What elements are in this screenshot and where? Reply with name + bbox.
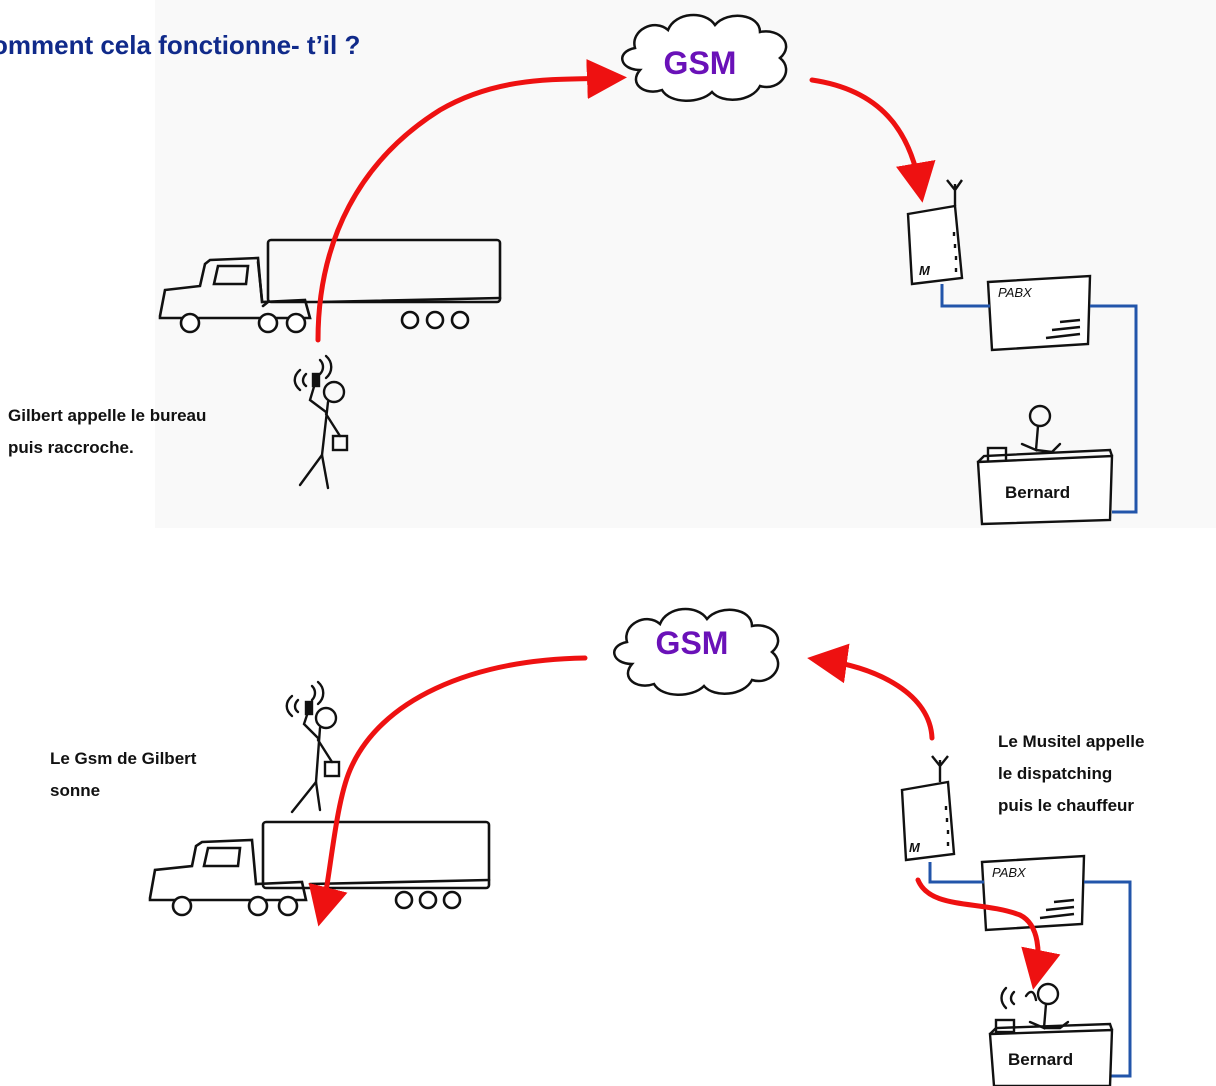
gilbert-figure-bottom — [285, 680, 341, 814]
pabx-label-top: PABX — [998, 285, 1033, 300]
gilbert-caption-line-1: Gilbert appelle le bureau — [8, 406, 207, 425]
truck-bottom — [148, 820, 491, 917]
gilbert-caption-line-2: puis raccroche. — [8, 438, 134, 457]
gsm-cloud-label-bottom: GSM — [656, 625, 729, 661]
pabx-top — [986, 274, 1092, 352]
gilbert-figure-top — [293, 354, 349, 490]
musitel-caption-line-2: le dispatching — [998, 764, 1113, 783]
musitel-caption-line-3: puis le chauffeur — [998, 796, 1135, 815]
wire-bottom — [928, 862, 1132, 1078]
musitel-box-top — [906, 179, 964, 286]
arrow-musitel-to-gsm — [807, 643, 935, 741]
arrow-gsm-to-gilbert — [308, 655, 588, 927]
truck-top — [158, 238, 502, 334]
gilbert-phone-caption-line-1: Le Gsm de Gilbert — [50, 749, 197, 768]
musitel-caption: Le Musitel appelle le dispatching puis l… — [998, 726, 1144, 822]
desk-top — [976, 448, 1114, 526]
gilbert-caption-bottom: Le Gsm de Gilbert sonne — [50, 743, 196, 807]
gsm-cloud-label-top: GSM — [664, 45, 737, 81]
page-title: omment cela fonctionne- t’il ? — [0, 30, 361, 60]
musitel-box-bottom — [900, 755, 956, 862]
arrow-gsm-to-musitel — [809, 77, 936, 203]
desk-bottom — [988, 1022, 1114, 1086]
arrow-gilbert-to-gsm — [315, 58, 627, 343]
gilbert-phone-caption-line-2: sonne — [50, 781, 101, 800]
bottom-panel — [0, 540, 1216, 1086]
arrow-musitel-to-bernard — [915, 877, 1061, 990]
wire-top — [940, 284, 1138, 514]
musitel-caption-line-1: Le Musitel appelle — [998, 732, 1145, 751]
bernard-desk-label-bottom: Bernard — [1008, 1050, 1074, 1069]
pabx-label-bottom: PABX — [992, 865, 1027, 880]
musitel-box-label-top: M — [919, 263, 931, 278]
musitel-box-label-bottom: M — [909, 840, 921, 855]
gsm-cloud-bottom: GSM — [613, 607, 780, 696]
gsm-cloud-top: GSM — [621, 13, 788, 102]
bernard-desk-label-top: Bernard — [1005, 483, 1071, 502]
gilbert-caption-top: Gilbert appelle le bureau puis raccroche… — [8, 400, 206, 464]
